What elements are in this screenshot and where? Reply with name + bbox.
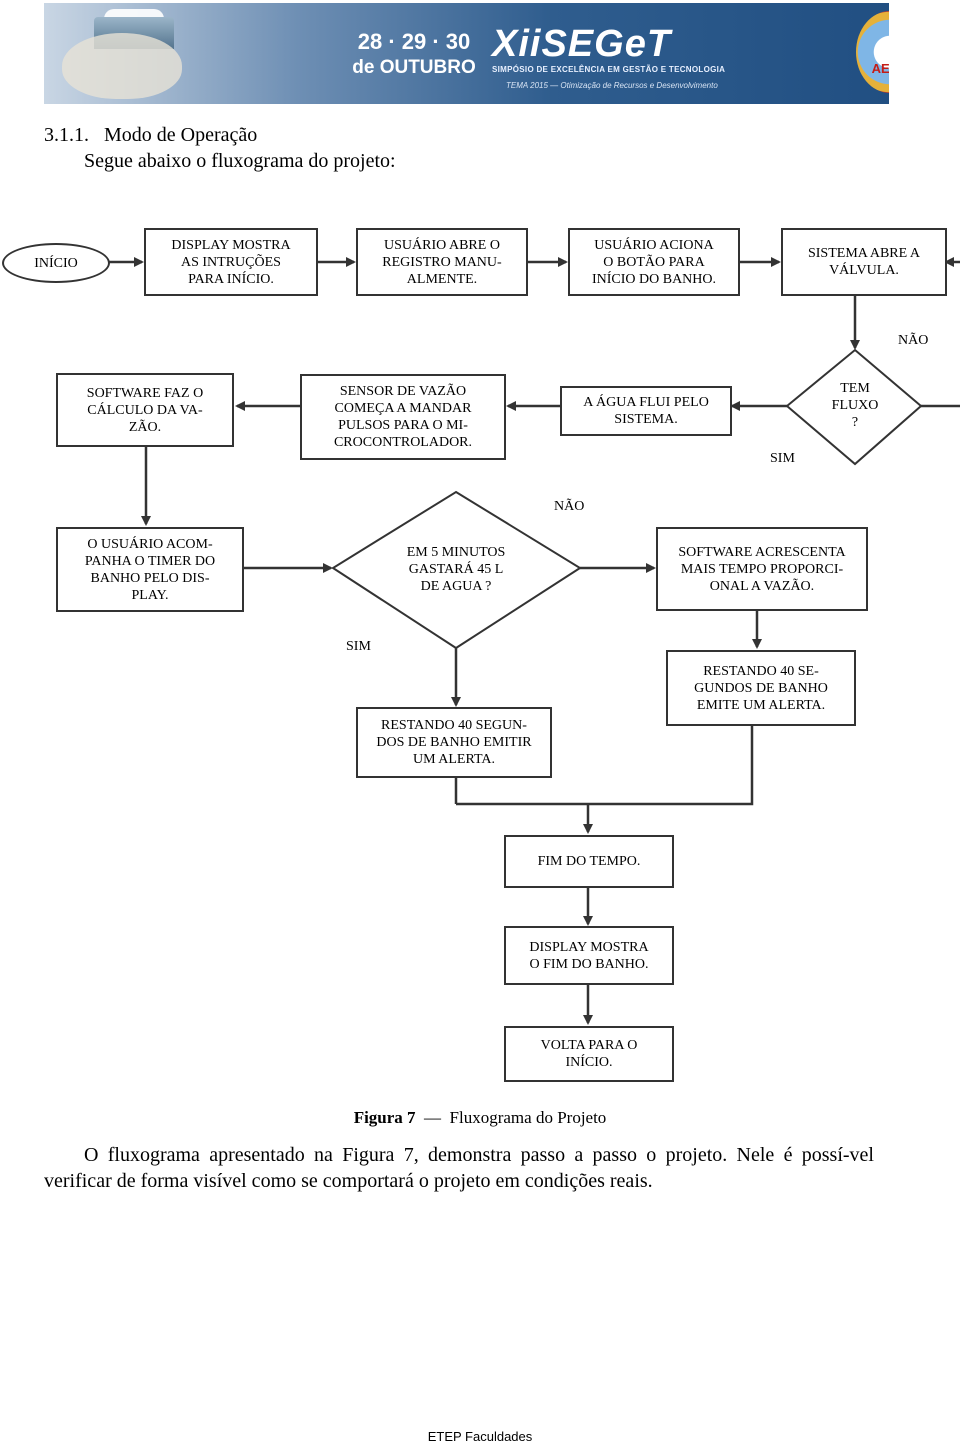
seget-logo: XiiSEGeT xyxy=(492,23,672,65)
node-acompanha-timer: O USUÁRIO ACOM- PANHA O TIMER DO BANHO P… xyxy=(56,527,244,612)
section-intro: Segue abaixo o fluxograma do projeto: xyxy=(84,150,396,172)
node-aciona-botao: USUÁRIO ACIONA O BOTÃO PARA INÍCIO DO BA… xyxy=(568,228,740,296)
event-banner: 28 · 29 · 30 de OUTUBRO XiiSEGeT SIMPÓSI… xyxy=(44,3,889,104)
seget-theme: TEMA 2015 — Otimização de Recursos e Des… xyxy=(506,81,718,90)
banner-month: de OUTUBRO xyxy=(352,57,476,78)
seget-subtitle: SIMPÓSIO DE EXCELÊNCIA EM GESTÃO E TECNO… xyxy=(492,65,726,74)
section-number: 3.1.1. xyxy=(44,124,89,146)
paragraph-text: O fluxograma apresentado na Figura 7, de… xyxy=(44,1144,874,1192)
aedb-seal-icon xyxy=(856,11,889,93)
page-footer: ETEP Faculdades xyxy=(427,1429,533,1444)
figure-caption-text: Fluxograma do Projeto xyxy=(449,1108,607,1127)
node-calculo-vazao: SOFTWARE FAZ O CÁLCULO DA VA- ZÃO. xyxy=(56,373,234,447)
node-alerta-sim: RESTANDO 40 SEGUN- DOS DE BANHO EMITIR U… xyxy=(356,707,552,778)
edge-label-sim-water: SIM xyxy=(346,639,371,654)
node-abre-valvula: SISTEMA ABRE A VÁLVULA. xyxy=(781,228,947,296)
node-volta-inicio: VOLTA PARA O INÍCIO. xyxy=(504,1026,674,1082)
edge-label-nao-flow: NÃO xyxy=(898,333,929,348)
node-alerta-nao: RESTANDO 40 SE- GUNDOS DE BANHO EMITE UM… xyxy=(666,650,856,726)
edge-label-nao-water: NÃO xyxy=(554,499,585,514)
aedb-seal-label: AEDB xyxy=(871,61,889,76)
hand-graphic xyxy=(62,33,182,99)
figure-label: Figura 7 xyxy=(353,1108,416,1127)
section-heading: 3.1.1. Modo de Operação Segue abaixo o f… xyxy=(44,122,396,174)
node-agua-flui: A ÁGUA FLUI PELO SISTEMA. xyxy=(560,386,732,436)
banner-days: 28 · 29 · 30 xyxy=(357,29,471,54)
node-fim-tempo: FIM DO TEMPO. xyxy=(504,835,674,888)
node-display-instrucoes: DISPLAY MOSTRA AS INTRUÇÕES PARA INÍCIO. xyxy=(144,228,318,296)
node-acrescenta-tempo: SOFTWARE ACRESCENTA MAIS TEMPO PROPORCI-… xyxy=(656,527,868,611)
decision-water-label: EM 5 MINUTOS GASTARÁ 45 L DE AGUA ? xyxy=(406,545,506,594)
node-sensor-vazao: SENSOR DE VAZÃO COMEÇA A MANDAR PULSOS P… xyxy=(300,374,506,460)
node-inicio: INÍCIO xyxy=(2,243,110,283)
edge-label-sim-flow: SIM xyxy=(770,451,795,466)
node-abre-registro: USUÁRIO ABRE O REGISTRO MANU- ALMENTE. xyxy=(356,228,528,296)
banner-dates: 28 · 29 · 30 de OUTUBRO xyxy=(344,29,484,81)
section-title: Modo de Operação xyxy=(104,124,258,146)
decision-flow-label: TEM FLUXO ? xyxy=(831,381,879,430)
node-display-fim: DISPLAY MOSTRA O FIM DO BANHO. xyxy=(504,926,674,985)
figure-caption: Figura 7 — Fluxograma do Projeto xyxy=(353,1108,607,1127)
body-paragraph: O fluxograma apresentado na Figura 7, de… xyxy=(44,1142,874,1194)
